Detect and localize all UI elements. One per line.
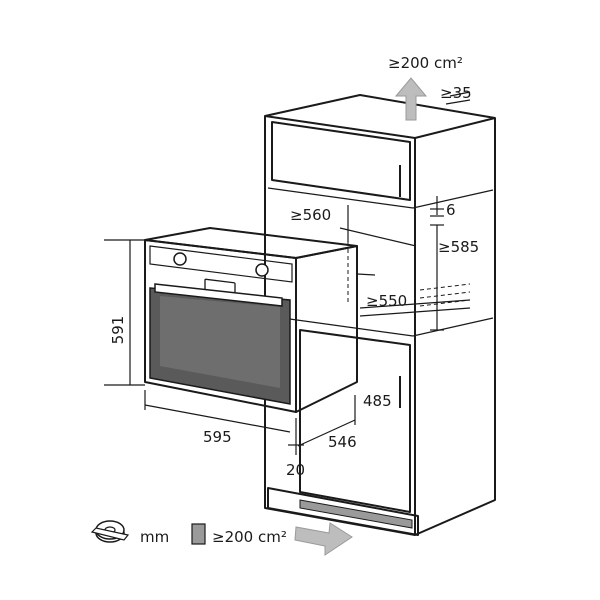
bottom-vent-slot — [299, 499, 413, 529]
oven-knob-left-icon — [173, 252, 187, 266]
label-niche-width: ≥560 — [290, 206, 331, 224]
label-niche-depth: ≥550 — [366, 292, 407, 310]
oven — [144, 227, 376, 413]
label-height-485: 485 — [363, 392, 392, 410]
vent-area-icon — [191, 523, 206, 545]
label-gap-6: 6 — [446, 201, 456, 219]
label-oven-height: 591 — [109, 316, 127, 345]
label-niche-height: ≥585 — [438, 238, 479, 256]
tall-cabinet — [264, 94, 496, 536]
airflow-arrow-top-icon — [394, 77, 428, 121]
label-vent-top: ≥200 cm² — [388, 54, 463, 72]
label-oven-width: 595 — [203, 428, 232, 446]
legend-vent-label: ≥200 cm² — [212, 528, 287, 546]
oven-knob-right-icon — [255, 263, 269, 277]
legend: mm ≥200 cm² — [90, 520, 287, 546]
legend-unit-label: mm — [140, 528, 169, 546]
label-oven-depth: 546 — [328, 433, 357, 451]
label-front-20: 20 — [286, 461, 305, 479]
oven-door-handle — [154, 283, 283, 307]
label-gap-top: ≥35 — [440, 84, 472, 102]
airflow-arrow-bottom-icon — [294, 522, 353, 556]
tape-measure-icon — [90, 520, 130, 543]
dimension-lines — [104, 91, 471, 455]
